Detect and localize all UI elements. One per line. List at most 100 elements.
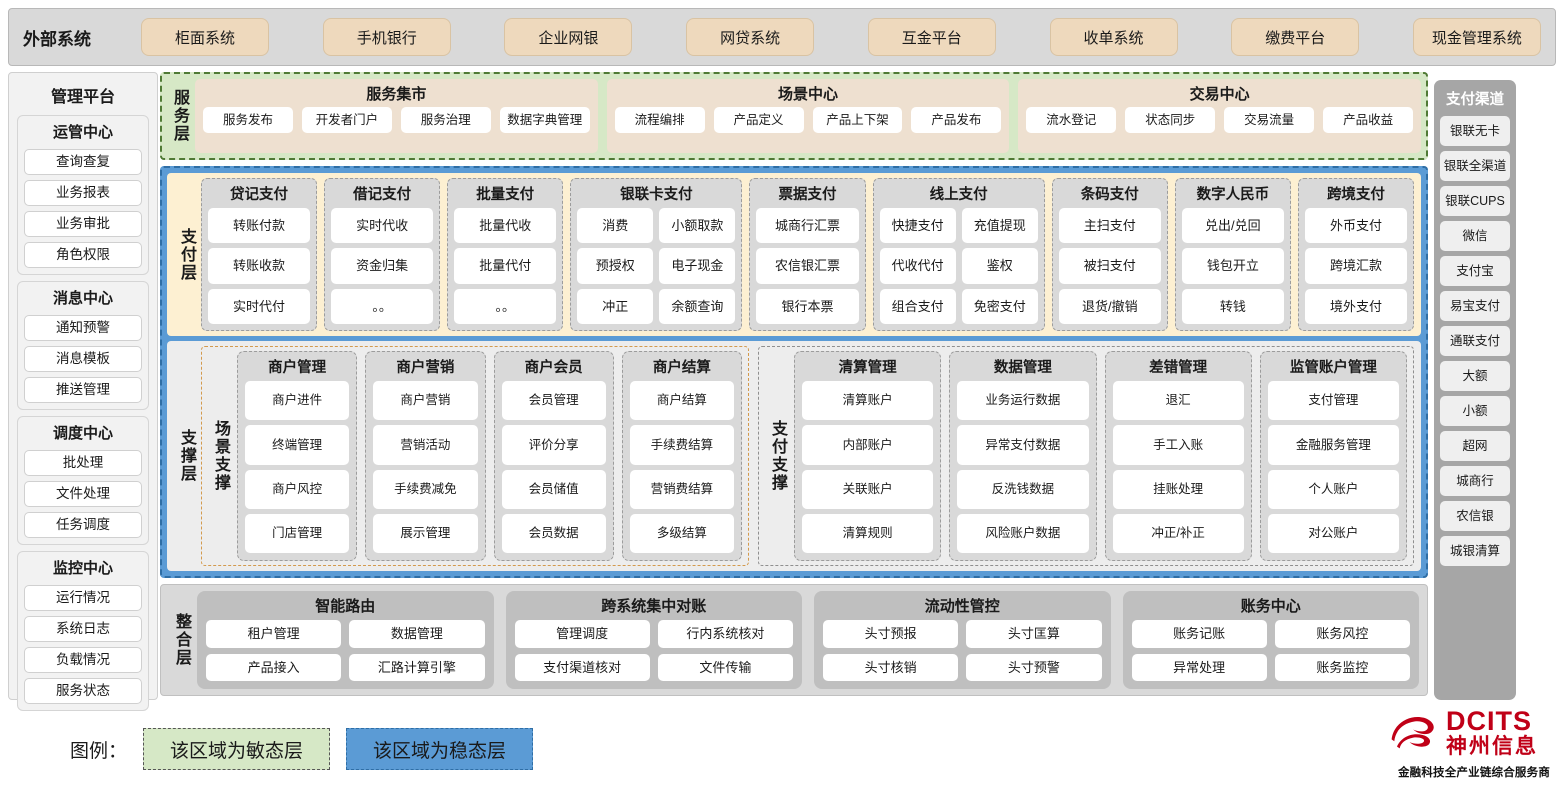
integration-item[interactable]: 头寸预报 <box>823 620 959 648</box>
integration-item[interactable]: 汇路计算引擎 <box>349 653 485 681</box>
payment-channel-item[interactable]: 大额 <box>1440 361 1510 391</box>
payment-item[interactable]: 被扫支付 <box>1058 248 1161 284</box>
payment-item[interactable]: 免密支付 <box>961 288 1038 324</box>
service-item[interactable]: 状态同步 <box>1125 107 1216 133</box>
payment-item[interactable]: 冲正 <box>577 288 654 324</box>
support-item[interactable]: 个人账户 <box>1267 469 1399 509</box>
service-item[interactable]: 产品定义 <box>713 107 804 133</box>
service-item[interactable]: 产品收益 <box>1323 107 1414 133</box>
management-item[interactable]: 系统日志 <box>24 616 142 642</box>
management-item[interactable]: 任务调度 <box>24 512 142 538</box>
service-item[interactable]: 服务发布 <box>203 107 293 133</box>
service-item[interactable]: 数据字典管理 <box>499 107 590 133</box>
external-system-chip[interactable]: 现金管理系统 <box>1412 18 1541 56</box>
support-item[interactable]: 冲正/补正 <box>1112 513 1244 553</box>
payment-item[interactable]: 余额查询 <box>659 288 736 324</box>
support-item[interactable]: 终端管理 <box>245 425 350 465</box>
support-item[interactable]: 手续费结算 <box>629 425 734 465</box>
integration-item[interactable]: 管理调度 <box>514 620 650 648</box>
integration-item[interactable]: 行内系统核对 <box>657 620 793 648</box>
support-item[interactable]: 营销活动 <box>373 425 478 465</box>
integration-item[interactable]: 账务风控 <box>1274 620 1410 648</box>
payment-item[interactable]: 。。 <box>331 288 434 324</box>
external-system-chip[interactable]: 收单系统 <box>1049 18 1178 56</box>
management-item[interactable]: 通知预警 <box>24 315 142 341</box>
integration-item[interactable]: 租户管理 <box>206 620 342 648</box>
integration-item[interactable]: 账务监控 <box>1274 653 1410 681</box>
management-item[interactable]: 批处理 <box>24 450 142 476</box>
payment-item[interactable]: 实时代收 <box>331 208 434 244</box>
management-item[interactable]: 负载情况 <box>24 647 142 673</box>
payment-item[interactable]: 城商行汇票 <box>756 208 859 244</box>
management-item[interactable]: 文件处理 <box>24 481 142 507</box>
support-item[interactable]: 会员管理 <box>501 381 606 421</box>
payment-item[interactable]: 实时代付 <box>208 288 311 324</box>
support-item[interactable]: 反洗钱数据 <box>957 469 1089 509</box>
external-system-chip[interactable]: 柜面系统 <box>141 18 269 56</box>
payment-item[interactable]: 预授权 <box>577 248 654 284</box>
support-item[interactable]: 异常支付数据 <box>957 425 1089 465</box>
payment-channel-item[interactable]: 城商行 <box>1440 466 1510 496</box>
external-system-chip[interactable]: 缴费平台 <box>1231 18 1360 56</box>
payment-item[interactable]: 批量代付 <box>454 248 557 284</box>
management-item[interactable]: 服务状态 <box>24 678 142 704</box>
management-item[interactable]: 查询查复 <box>24 149 142 175</box>
service-item[interactable]: 交易流量 <box>1224 107 1315 133</box>
external-system-chip[interactable]: 企业网银 <box>504 18 633 56</box>
service-item[interactable]: 流程编排 <box>614 107 705 133</box>
support-item[interactable]: 风险账户数据 <box>957 513 1089 553</box>
integration-item[interactable]: 产品接入 <box>206 653 342 681</box>
management-item[interactable]: 业务报表 <box>24 180 142 206</box>
payment-channel-item[interactable]: 银联无卡 <box>1440 116 1510 146</box>
support-item[interactable]: 商户风控 <box>245 469 350 509</box>
support-item[interactable]: 门店管理 <box>245 513 350 553</box>
payment-item[interactable]: 组合支付 <box>879 288 956 324</box>
payment-item[interactable]: 兑出/兑回 <box>1181 208 1284 244</box>
payment-item[interactable]: 鉴权 <box>961 248 1038 284</box>
payment-channel-item[interactable]: 微信 <box>1440 221 1510 251</box>
management-item[interactable]: 推送管理 <box>24 377 142 403</box>
service-item[interactable]: 产品上下架 <box>812 107 903 133</box>
support-item[interactable]: 会员数据 <box>501 513 606 553</box>
payment-item[interactable]: 转钱 <box>1181 288 1284 324</box>
payment-item[interactable]: 退货/撤销 <box>1058 288 1161 324</box>
management-item[interactable]: 业务审批 <box>24 211 142 237</box>
support-item[interactable]: 金融服务管理 <box>1267 425 1399 465</box>
payment-item[interactable]: 转账收款 <box>208 248 311 284</box>
support-item[interactable]: 展示管理 <box>373 513 478 553</box>
service-item[interactable]: 流水登记 <box>1026 107 1117 133</box>
payment-item[interactable]: 批量代收 <box>454 208 557 244</box>
payment-channel-item[interactable]: 通联支付 <box>1440 326 1510 356</box>
support-item[interactable]: 业务运行数据 <box>957 381 1089 421</box>
payment-channel-item[interactable]: 银联全渠道 <box>1440 151 1510 181</box>
payment-channel-item[interactable]: 支付宝 <box>1440 256 1510 286</box>
service-item[interactable]: 开发者门户 <box>301 107 392 133</box>
payment-channel-item[interactable]: 小额 <box>1440 396 1510 426</box>
payment-item[interactable]: 银行本票 <box>756 288 859 324</box>
support-item[interactable]: 多级结算 <box>629 513 734 553</box>
integration-item[interactable]: 支付渠道核对 <box>514 653 650 681</box>
external-system-chip[interactable]: 互金平台 <box>867 18 996 56</box>
support-item[interactable]: 支付管理 <box>1267 381 1399 421</box>
integration-item[interactable]: 头寸匡算 <box>966 620 1102 648</box>
support-item[interactable]: 评价分享 <box>501 425 606 465</box>
integration-item[interactable]: 文件传输 <box>657 653 793 681</box>
payment-channel-item[interactable]: 易宝支付 <box>1440 291 1510 321</box>
external-system-chip[interactable]: 手机银行 <box>322 18 451 56</box>
support-item[interactable]: 清算规则 <box>802 513 934 553</box>
payment-item[interactable]: 消费 <box>577 208 654 244</box>
payment-item[interactable]: 快捷支付 <box>879 208 956 244</box>
management-item[interactable]: 角色权限 <box>24 242 142 268</box>
integration-item[interactable]: 头寸核销 <box>823 653 959 681</box>
payment-channel-item[interactable]: 银联CUPS <box>1440 186 1510 216</box>
support-item[interactable]: 清算账户 <box>802 381 934 421</box>
support-item[interactable]: 会员储值 <box>501 469 606 509</box>
support-item[interactable]: 商户结算 <box>629 381 734 421</box>
support-item[interactable]: 内部账户 <box>802 425 934 465</box>
support-item[interactable]: 商户营销 <box>373 381 478 421</box>
payment-item[interactable]: 小额取款 <box>659 208 736 244</box>
support-item[interactable]: 挂账处理 <box>1112 469 1244 509</box>
payment-channel-item[interactable]: 超网 <box>1440 431 1510 461</box>
payment-channel-item[interactable]: 农信银 <box>1440 501 1510 531</box>
service-item[interactable]: 服务治理 <box>400 107 491 133</box>
